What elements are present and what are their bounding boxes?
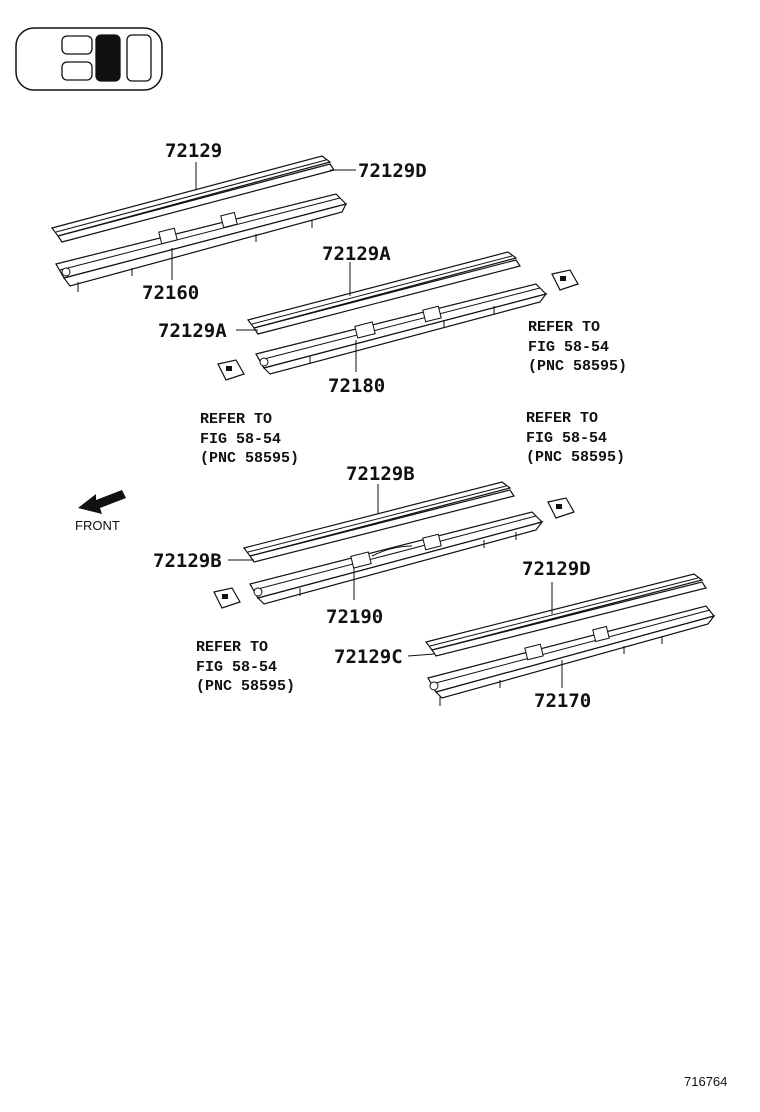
label-72129b-top: 72129B — [346, 463, 415, 485]
clip-4 — [213, 587, 241, 609]
rail-72129 — [50, 155, 335, 243]
svg-text:(PNC 58595): (PNC 58595) — [196, 678, 295, 695]
diagram-id: 716764 — [684, 1074, 727, 1089]
label-72190: 72190 — [326, 606, 383, 628]
svg-text:REFER TO: REFER TO — [200, 411, 272, 428]
svg-text:FIG 58-54: FIG 58-54 — [196, 659, 277, 676]
rail-72170 — [427, 605, 716, 706]
svg-text:REFER TO: REFER TO — [526, 410, 598, 427]
svg-text:(PNC 58595): (PNC 58595) — [528, 358, 627, 375]
label-72129c: 72129C — [334, 646, 403, 668]
clip-2 — [217, 359, 245, 381]
refer-note-2: REFER TO FIG 58-54 (PNC 58595) — [200, 411, 299, 467]
refer-note-4: REFER TO FIG 58-54 (PNC 58595) — [196, 639, 295, 695]
label-72129d-top: 72129D — [358, 160, 427, 182]
label-72129d-bottom: 72129D — [522, 558, 591, 580]
refer-note-3: REFER TO FIG 58-54 (PNC 58595) — [526, 410, 625, 466]
seat-layout-icon — [15, 27, 163, 91]
front-label: FRONT — [75, 518, 120, 533]
refer-note-1: REFER TO FIG 58-54 (PNC 58595) — [528, 319, 627, 375]
svg-text:(PNC 58595): (PNC 58595) — [526, 449, 625, 466]
label-72180: 72180 — [328, 375, 385, 397]
rail-72129b — [242, 481, 515, 563]
clip-1 — [551, 269, 579, 291]
rail-72180 — [255, 283, 548, 375]
label-72129a-top: 72129A — [322, 243, 391, 265]
svg-text:FIG 58-54: FIG 58-54 — [526, 430, 607, 447]
front-arrow-icon — [78, 490, 126, 514]
label-72129: 72129 — [165, 140, 222, 162]
svg-text:FIG 58-54: FIG 58-54 — [200, 431, 281, 448]
rail-72129d-bottom — [424, 573, 707, 657]
label-72160: 72160 — [142, 282, 199, 304]
leader-72129c — [407, 653, 435, 657]
rail-72160 — [55, 193, 348, 292]
label-72129b-left: 72129B — [153, 550, 222, 572]
svg-text:FIG 58-54: FIG 58-54 — [528, 339, 609, 356]
svg-text:REFER TO: REFER TO — [528, 319, 600, 336]
clip-3 — [547, 497, 575, 519]
rail-72129a — [246, 251, 521, 335]
svg-text:(PNC 58595): (PNC 58595) — [200, 450, 299, 467]
label-72170: 72170 — [534, 690, 591, 712]
svg-text:REFER TO: REFER TO — [196, 639, 268, 656]
rail-72190 — [249, 511, 544, 605]
label-72129a-left: 72129A — [158, 320, 227, 342]
